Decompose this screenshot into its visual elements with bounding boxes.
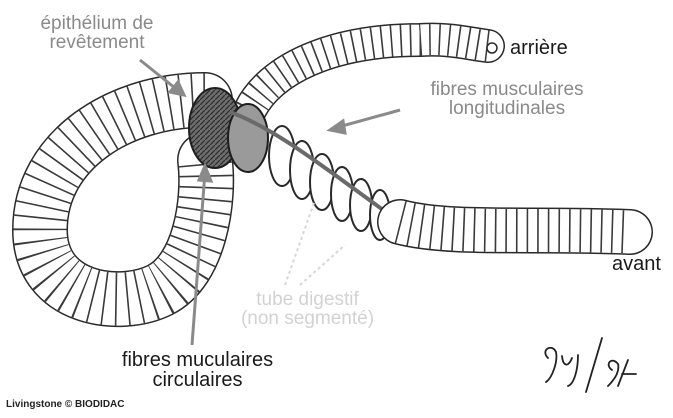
label-circular-line1: fibres muculaires [95,350,300,370]
tail-tip [487,43,497,53]
label-epithelium-line2: revêtement [22,33,172,52]
label-posterior: arrière [510,38,568,58]
label-longitudinal-fibres: fibres musculaires longitudinales [402,80,612,118]
label-digestive-tube: tube digestif (non segmenté) [210,290,405,328]
handwritten-note [545,338,636,392]
label-longitudinal-line2: longitudinales [402,99,612,118]
label-digestive-line2: (non segmenté) [210,309,405,328]
label-epithelium-line1: épithélium de [22,14,172,33]
label-digestive-line1: tube digestif [210,290,405,309]
label-longitudinal-line1: fibres musculaires [402,80,612,99]
label-circular-fibres: fibres muculaires circulaires [95,350,300,390]
label-epithelium: épithélium de revêtement [22,14,172,52]
label-circular-line2: circulaires [95,370,300,390]
credit-line: Livingstone © BIODIDAC [6,400,124,410]
label-anterior: avant [612,254,661,274]
